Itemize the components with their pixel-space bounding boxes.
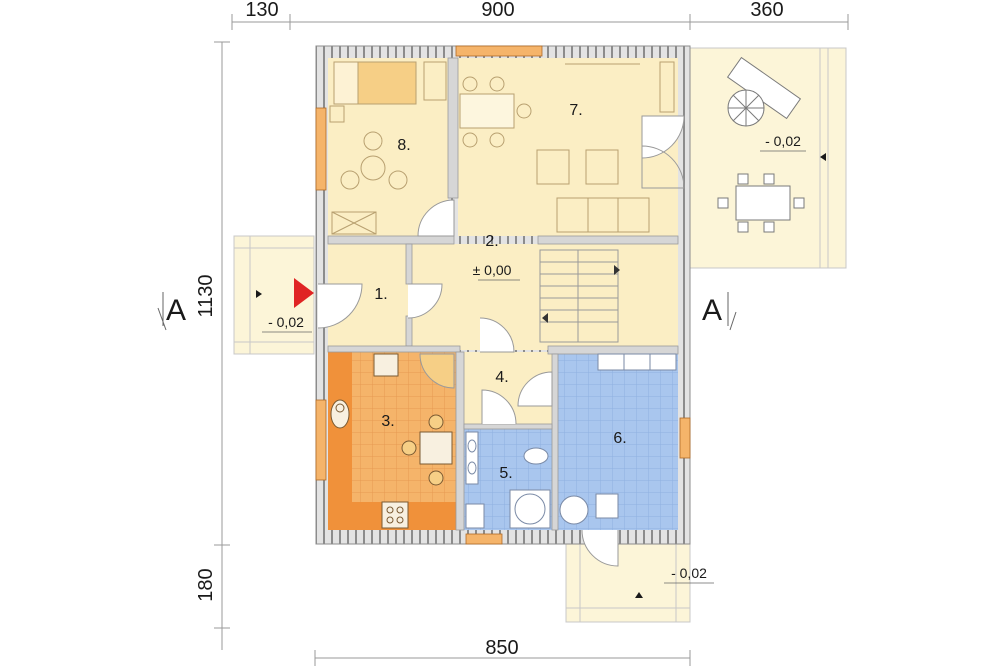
room-label-1: 1. (374, 286, 387, 303)
kitchen-furniture (330, 353, 453, 529)
living-furniture (459, 61, 675, 233)
section-label-left: A (166, 294, 186, 327)
windows (315, 45, 691, 545)
dim-bottom: 850 (485, 637, 518, 659)
level-terrace: - 0,02 (765, 133, 801, 149)
interior-walls (327, 57, 679, 531)
room-label-4: 4. (495, 369, 508, 386)
utility-fixtures (559, 353, 677, 525)
entrance-arrow-icon (294, 278, 314, 308)
dim-left-bottom: 180 (195, 568, 217, 601)
level-back-porch: - 0,02 (671, 565, 707, 581)
section-mark-left (157, 292, 167, 331)
dim-top-mid: 900 (481, 0, 514, 21)
bedroom-furniture (329, 61, 447, 235)
room-label-6: 6. (613, 430, 626, 447)
dim-top-right: 360 (750, 0, 783, 21)
room-label-7: 7. (569, 102, 582, 119)
level-entrance: - 0,02 (268, 314, 304, 330)
terrace-furniture (717, 56, 805, 233)
staircase (539, 249, 620, 343)
doors (317, 115, 685, 567)
bathroom-fixtures (465, 431, 551, 529)
room-label-2: 2. (485, 233, 498, 250)
room-label-5: 5. (499, 465, 512, 482)
room-label-3: 3. (381, 413, 394, 430)
dim-left-main: 1130 (195, 274, 217, 317)
section-label-right: A (702, 294, 722, 327)
section-mark-right (727, 292, 737, 331)
direction-arrows (256, 153, 826, 598)
dim-top-left: 130 (245, 0, 278, 21)
level-floor: ± 0,00 (473, 262, 512, 278)
room-label-8: 8. (397, 137, 410, 154)
dimension-lines (214, 14, 849, 666)
